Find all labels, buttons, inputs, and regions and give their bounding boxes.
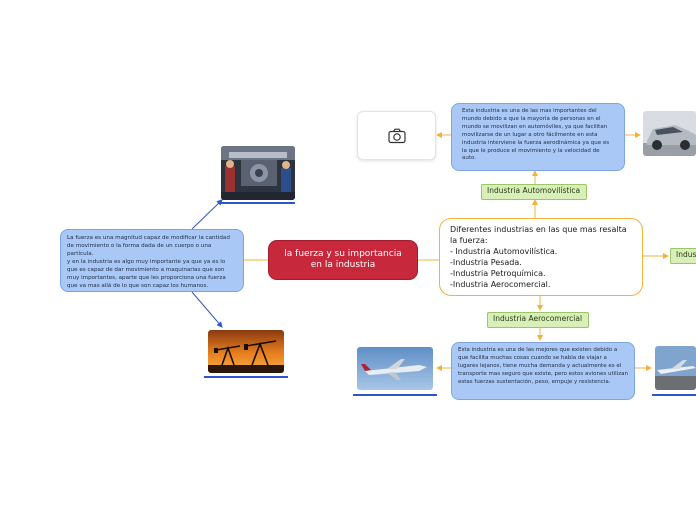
subtopic-automotive[interactable]: Industria Automovilística [481, 184, 587, 200]
factory-image-underline [221, 202, 295, 204]
automotive-note[interactable]: Esta industria es una de las mas importa… [451, 103, 625, 171]
oil-pumpjack-sunset-image-art [208, 330, 284, 373]
airliner-flying-image-art [357, 347, 433, 390]
industries-item-1: -Industria Pesada. [450, 258, 522, 267]
industries-item-3: -Industria Aerocomercial. [450, 280, 551, 289]
definition-note[interactable]: La fuerza es una magnitud capaz de modif… [60, 229, 244, 292]
subtopic-aerocomercial-label: Industria Aerocomercial [493, 314, 583, 323]
factory-workers-image-art [221, 146, 295, 200]
industries-topic-title: Diferentes industrias en las que mas res… [450, 225, 627, 245]
image-placeholder-card[interactable] [357, 111, 436, 160]
factory-workers-image[interactable] [221, 146, 295, 200]
industries-item-2: -Industria Petroquímica. [450, 269, 546, 278]
silver-car-image[interactable] [643, 111, 696, 156]
automotive-note-text: Esta industria es una de las mas importa… [462, 108, 611, 162]
industries-item-0: - Industria Automovilística. [450, 247, 558, 256]
airliner-runway-image[interactable] [655, 346, 696, 390]
camera-icon [387, 128, 406, 143]
airliner-runway-image-art [655, 346, 696, 390]
plane-left-underline [353, 394, 437, 396]
airliner-flying-image[interactable] [357, 347, 433, 390]
central-topic-title: la fuerza y su importancia en la industr… [284, 249, 402, 270]
definition-note-text: La fuerza es una magnitud capaz de modif… [67, 235, 230, 289]
aerocomercial-note[interactable]: Esta industria es una de las mejores que… [451, 342, 635, 400]
subtopic-aerocomercial[interactable]: Industria Aerocomercial [487, 312, 589, 328]
central-topic[interactable]: la fuerza y su importancia en la industr… [268, 240, 418, 280]
connector-note-factory [191, 199, 223, 230]
subtopic-automotive-label: Industria Automovilística [487, 186, 581, 195]
connector-note-oil [191, 291, 223, 328]
silver-car-image-art [643, 111, 696, 156]
oil-image-underline [204, 376, 288, 378]
plane-right-underline [652, 394, 696, 396]
subtopic-right-cut[interactable]: Indus [670, 248, 696, 264]
aerocomercial-note-text: Esta industria es una de las mejores que… [458, 347, 632, 385]
subtopic-right-cut-label: Indus [676, 250, 696, 259]
industries-topic[interactable]: Diferentes industrias en las que mas res… [439, 218, 643, 296]
oil-pumpjack-sunset-image[interactable] [208, 330, 284, 373]
